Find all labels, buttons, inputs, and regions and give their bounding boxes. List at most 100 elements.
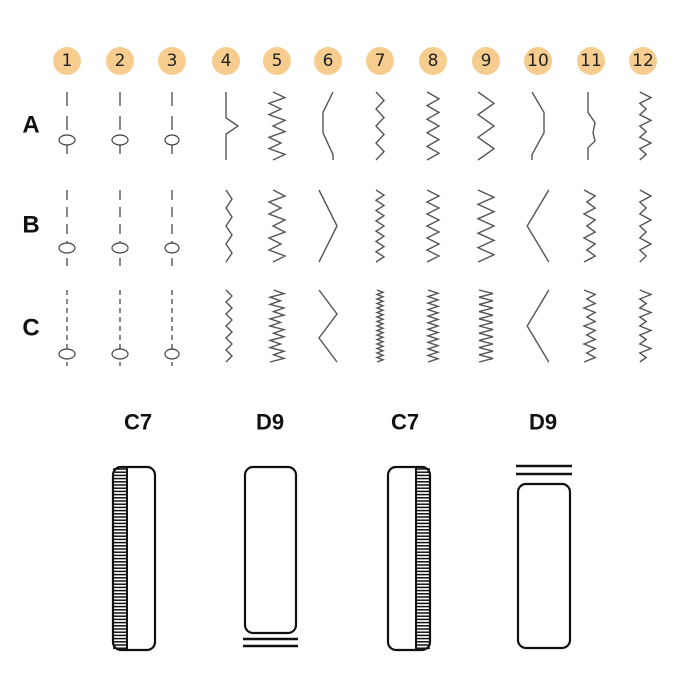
stitch-line [478,289,494,363]
stitch-pattern-A2 [111,92,129,164]
stitch-pattern-A1 [58,92,76,164]
stitch-number-badge: 1 [53,47,81,75]
stitch-pattern-A6 [322,91,334,160]
stitch-number-badge: 2 [106,47,134,75]
stitch-line [375,91,385,161]
stitch-number-badge: 10 [524,47,552,75]
stitch-pattern-C6 [318,289,338,363]
stitch-number: 10 [527,51,549,71]
stitch-number: 6 [323,51,334,71]
stitch-number-badge: 9 [472,47,500,75]
stitch-line [526,289,550,363]
stitch-pattern-B9 [476,189,496,263]
stitch-number-badge: 4 [212,47,240,75]
foot-label: D9 [529,410,557,435]
stitch-line [582,189,597,263]
stitch-line [267,91,287,161]
stitch-number: 5 [272,51,283,71]
stitch-number: 11 [580,51,602,71]
presser-foot-c7: C7 [386,410,432,652]
stitch-pattern-C7 [375,289,385,363]
stitch-number-badge: 3 [158,47,186,75]
stitch-number-badge: 5 [263,47,291,75]
stitch-pattern-B1 [58,190,76,266]
stitch-pattern-A10 [531,91,545,160]
stitch-number: 9 [481,51,492,71]
stitch-line [318,289,338,363]
foot-outline [243,465,298,635]
stitch-line [225,289,233,363]
row-label: A [22,112,39,139]
bobbin-icon [111,348,129,360]
stitch-number: 1 [62,51,73,71]
stitch-pattern-B11 [582,189,597,263]
stitch-pattern-C9 [478,289,494,363]
stitch-pattern-B12 [638,189,653,263]
stitch-number: 4 [221,51,232,71]
bobbin-icon [111,134,129,146]
stitch-line [225,189,233,263]
foot-outline [516,482,572,650]
stitch-line [638,91,653,161]
stitch-pattern-A4 [225,92,240,160]
stitch-line [476,91,496,161]
presser-foot-d9: D9 [516,410,572,650]
stitch-pattern-A11 [587,92,596,160]
stitch-line [322,91,334,160]
stitch-number-badge: 8 [419,47,447,75]
bobbin-icon [164,348,180,360]
presser-foot-c7: C7 [111,410,157,652]
stitch-pattern-A12 [638,91,653,161]
stitch-pattern-B2 [111,190,129,266]
foot-label: C7 [391,410,419,435]
stitch-line [526,189,550,263]
stitch-number-badge: 12 [629,47,657,75]
stitch-pattern-A9 [476,91,496,161]
stitch-pattern-C3 [164,290,180,366]
bobbin-icon [58,348,76,360]
stitch-number-badge: 7 [366,47,394,75]
bobbin-icon [164,134,180,146]
stitch-line [375,289,385,363]
stitch-number-badge: 11 [577,47,605,75]
stitch-number: 8 [428,51,439,71]
bobbin-icon [58,134,76,146]
stitch-line [267,289,287,363]
stitch-line [587,92,596,160]
feed-teeth [113,467,128,650]
stitch-number: 3 [167,51,178,71]
stitch-line [318,189,338,263]
stitch-pattern-A7 [375,91,385,161]
stitch-pattern-B4 [225,189,233,263]
stitch-pattern-B10 [526,189,550,263]
bobbin-icon [111,242,129,254]
stitch-line [225,92,240,160]
stitch-pattern-B6 [318,189,338,263]
row-label: C [22,315,39,342]
stitch-line [638,289,653,363]
stitch-pattern-C10 [526,289,550,363]
stitch-pattern-C2 [111,290,129,366]
stitch-line [582,289,597,363]
stitch-line [425,91,441,161]
stitch-pattern-B3 [164,190,180,266]
presser-foot-d9: D9 [243,410,298,648]
stitch-pattern-C12 [638,289,653,363]
stitch-pattern-B8 [425,189,441,263]
stitch-pattern-B5 [267,189,287,263]
stitch-number: 2 [115,51,126,71]
bobbin-icon [58,242,76,254]
stitch-pattern-C8 [425,289,441,363]
stitch-pattern-C1 [58,290,76,366]
row-label: B [22,212,39,239]
feed-teeth [415,467,430,650]
stitch-pattern-C5 [267,289,287,363]
stitch-number: 7 [375,51,386,71]
stitch-line [374,189,386,263]
foot-label: C7 [124,410,152,435]
stitch-number-badge: 6 [314,47,342,75]
stitch-pattern-A3 [164,92,180,164]
stitch-line [638,189,653,263]
bobbin-icon [164,242,180,254]
